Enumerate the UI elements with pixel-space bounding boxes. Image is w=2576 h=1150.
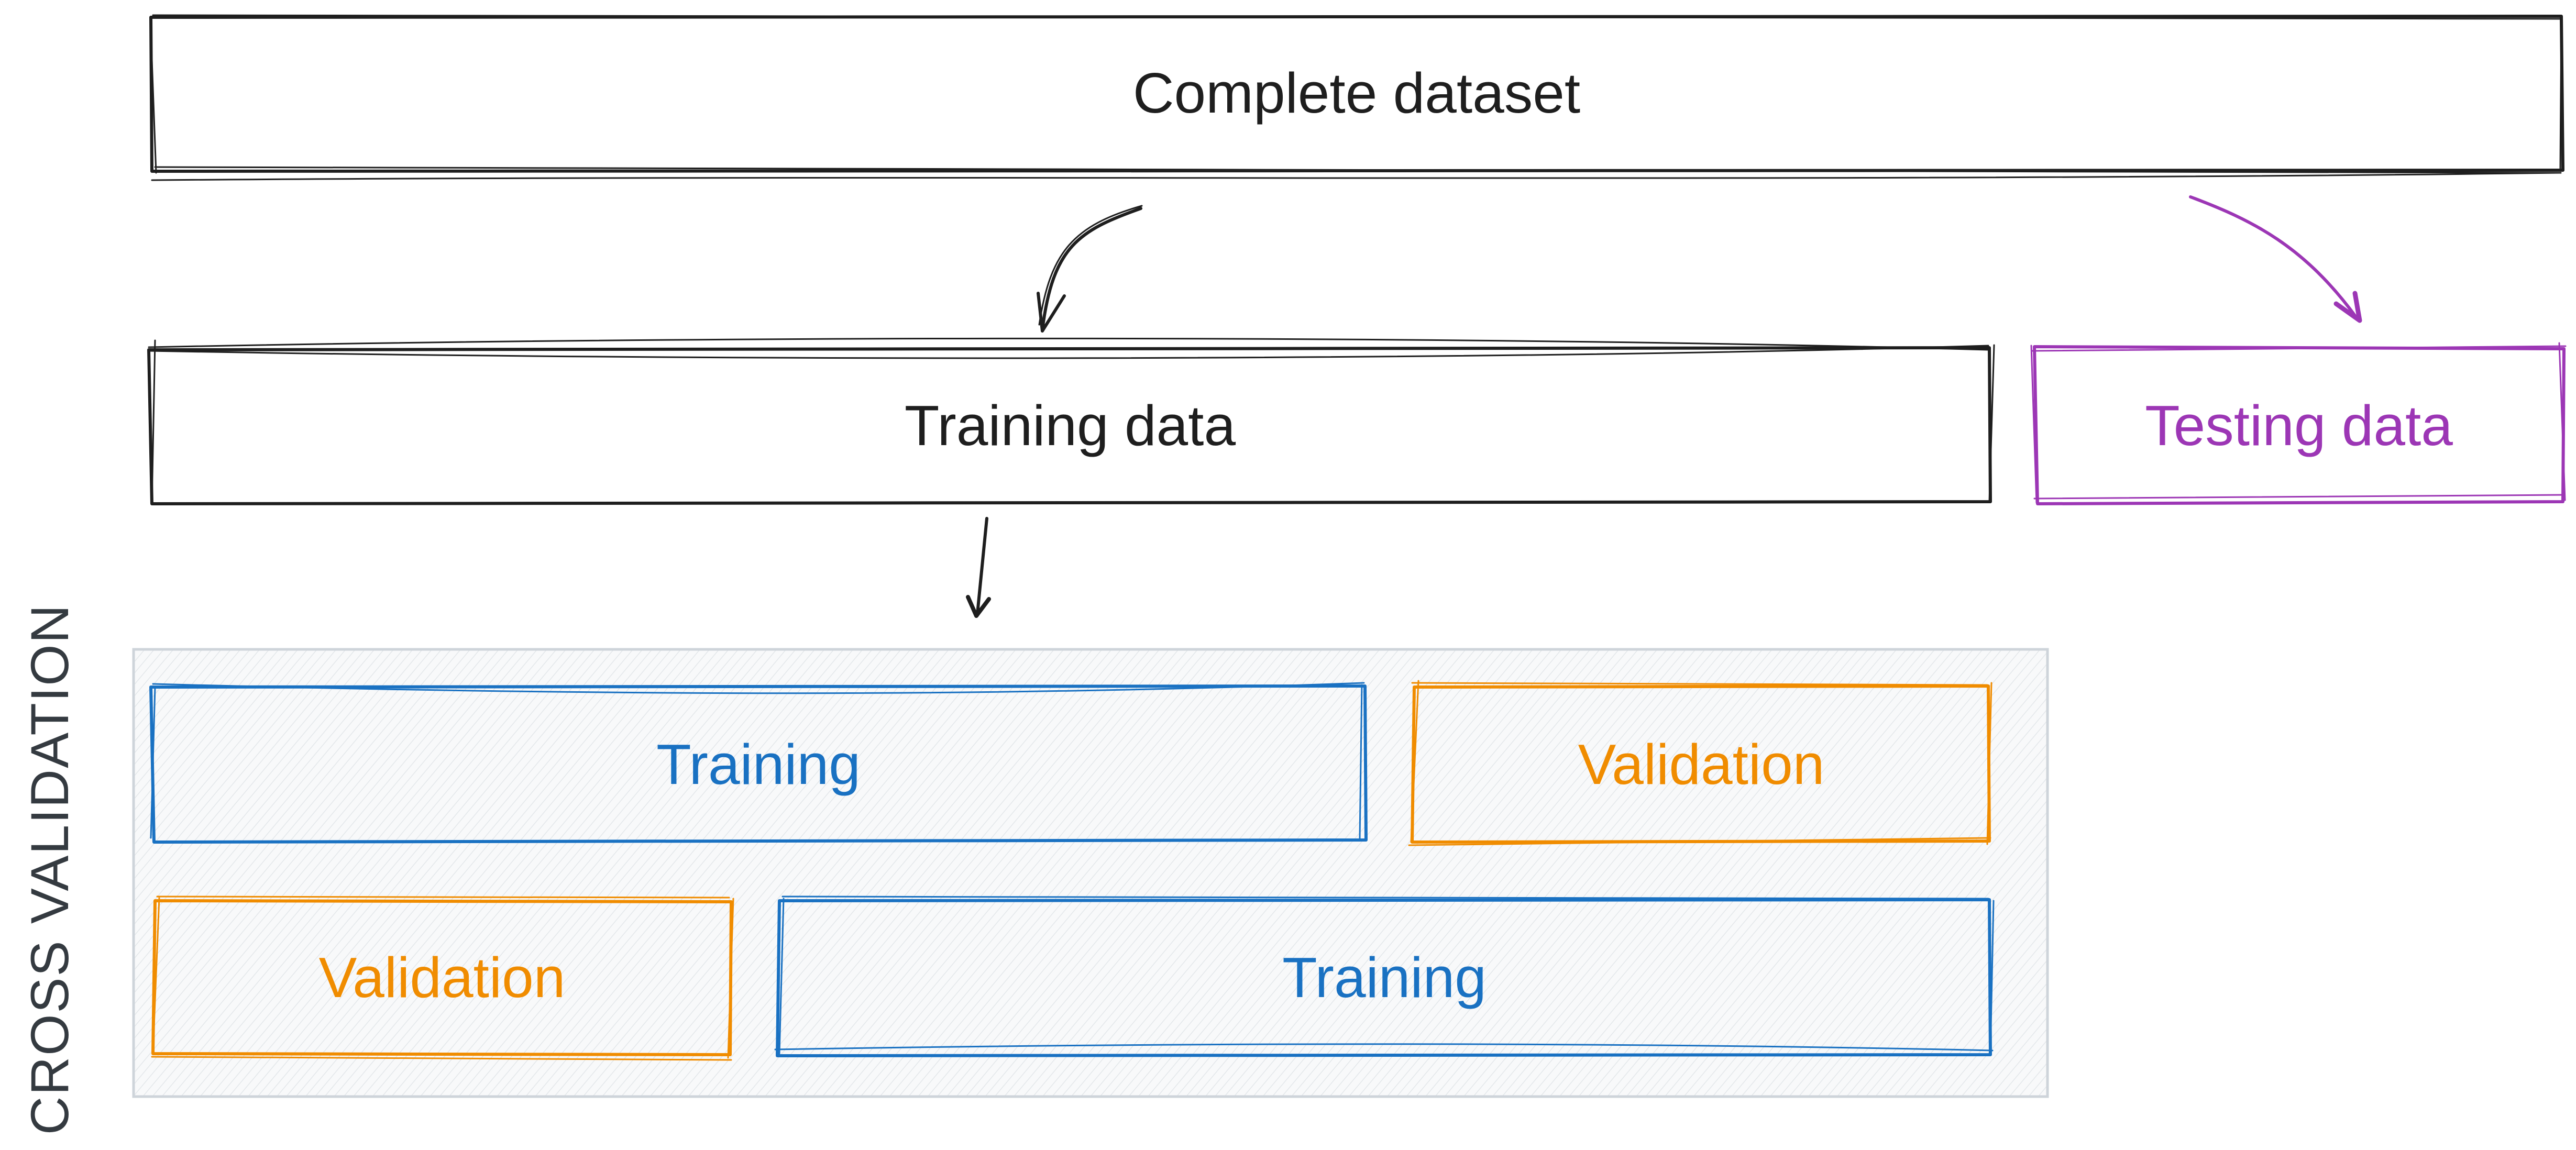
fold-2-validation-box: Validation — [151, 895, 734, 1061]
arrow-complete-to-testing — [2189, 195, 2362, 323]
complete-dataset-box: Complete dataset — [149, 14, 2564, 181]
training-data-box: Training data — [147, 337, 1995, 505]
complete-dataset-label: Complete dataset — [1133, 61, 1580, 125]
cross-validation-label: CROSS VALIDATION — [20, 604, 80, 1135]
testing-data-label: Testing data — [2145, 394, 2453, 458]
fold-1-row: Training Validation — [149, 680, 1992, 846]
arrow-complete-to-training — [1037, 205, 1143, 333]
fold-2-row: Validation Training — [151, 895, 1995, 1061]
cross-validation-group: CROSS VALIDATION — [20, 604, 2049, 1135]
training-data-label: Training data — [905, 394, 1236, 458]
fold-1-training-box: Training — [149, 682, 1368, 844]
fold-2-validation-label: Validation — [319, 946, 566, 1010]
arrow-training-to-cross-validation — [966, 517, 991, 618]
fold-2-training-box: Training — [774, 895, 1995, 1057]
fold-1-validation-box: Validation — [1408, 680, 1992, 846]
testing-data-box: Testing data — [2030, 342, 2567, 505]
fold-1-training-label: Training — [656, 733, 861, 797]
fold-2-training-label: Training — [1282, 946, 1487, 1010]
fold-1-validation-label: Validation — [1578, 733, 1825, 797]
